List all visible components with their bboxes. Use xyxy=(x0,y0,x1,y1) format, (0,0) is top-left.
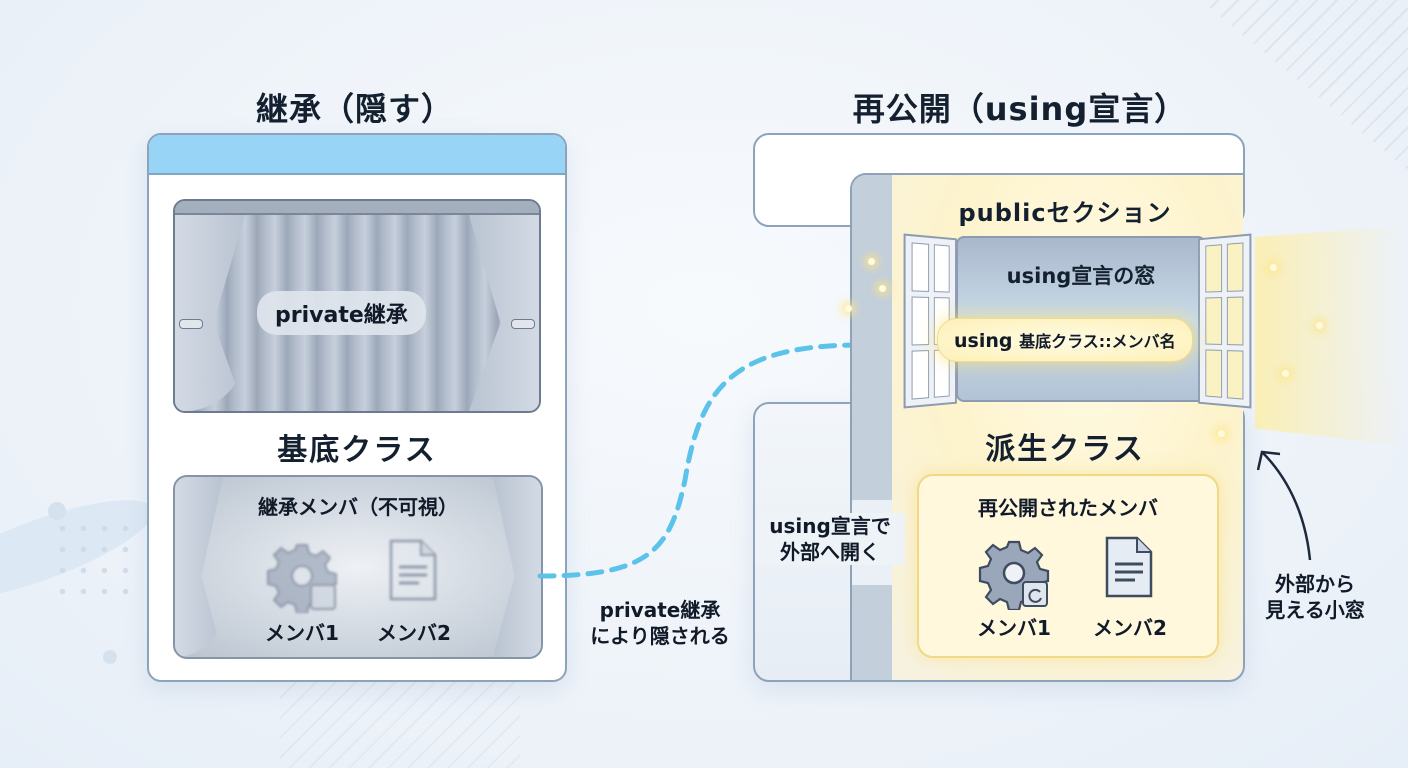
curtain-tie-left xyxy=(179,319,203,329)
using-window-label: using宣言の窓 xyxy=(1006,264,1156,288)
access-pillar xyxy=(852,175,892,680)
sparkle xyxy=(845,305,852,312)
document-icon xyxy=(1105,536,1153,598)
private-inheritance-badge: private継承 xyxy=(257,291,426,335)
background-stripes xyxy=(280,680,520,768)
connector-label: private継承 により隠される xyxy=(565,597,755,649)
gear-icon xyxy=(267,544,337,613)
light-beam xyxy=(1255,226,1405,446)
gear-icon xyxy=(978,540,1050,610)
sparkle xyxy=(1218,430,1225,437)
panel-header-bar xyxy=(149,135,565,175)
code-keyword: using xyxy=(954,330,1013,352)
derived-class-label: 派生クラス xyxy=(985,432,1145,467)
background-dot xyxy=(103,650,117,664)
code-member-path: 基底クラス::メンバ名 xyxy=(1019,332,1176,351)
public-section-label: publicセクション xyxy=(958,199,1172,227)
pillar-note-line2: 外部へ開く xyxy=(780,540,880,564)
curtain-tie-right xyxy=(511,319,535,329)
revealed-members-title: 再公開されたメンバ xyxy=(978,496,1158,520)
sparkle xyxy=(879,285,886,292)
right-title: 再公開（using宣言） xyxy=(852,90,1188,128)
sparkle xyxy=(868,258,875,265)
external-note-line2: 見える小窓 xyxy=(1265,598,1365,622)
curtain-rod xyxy=(175,201,539,215)
hidden-members-title: 継承メンバ（不可視） xyxy=(258,495,458,519)
external-note: 外部から 見える小窓 xyxy=(1245,571,1385,623)
dot-pattern xyxy=(52,518,142,598)
pillar-note-line1: using宣言で xyxy=(769,514,891,538)
revealed-member-label: メンバ2 xyxy=(1093,616,1167,640)
sparkle xyxy=(1282,370,1289,377)
hidden-members-box: 継承メンバ（不可視） メンバ1 メンバ2 xyxy=(173,475,543,659)
external-view-arrow xyxy=(1256,450,1312,561)
curtain-illustration: private継承 xyxy=(173,199,541,413)
document-icon xyxy=(389,539,437,601)
sparkle xyxy=(1316,322,1323,329)
base-class-label: 基底クラス xyxy=(277,433,437,468)
pillar-note: using宣言で 外部へ開く xyxy=(755,513,905,565)
revealed-member-label: メンバ1 xyxy=(977,616,1051,640)
sparkle xyxy=(1270,264,1277,271)
hidden-member-label: メンバ2 xyxy=(377,621,451,645)
connector-label-line2: により隠される xyxy=(590,624,730,648)
revealed-members-box: 再公開されたメンバ メンバ1 メンバ2 xyxy=(917,474,1219,658)
hidden-member-label: メンバ1 xyxy=(265,621,339,645)
connector-label-line1: private継承 xyxy=(599,598,721,622)
base-class-panel: private継承 基底クラス 継承メンバ（不可視） メンバ1 メンバ2 xyxy=(147,133,567,682)
background-dot xyxy=(48,502,66,520)
left-title: 継承（隠す） xyxy=(255,90,454,128)
arrow-head-icon xyxy=(1256,450,1281,471)
external-note-line1: 外部から xyxy=(1275,572,1355,596)
using-declaration-code: using 基底クラス::メンバ名 xyxy=(937,318,1193,362)
window-shutter-right xyxy=(1198,233,1252,409)
